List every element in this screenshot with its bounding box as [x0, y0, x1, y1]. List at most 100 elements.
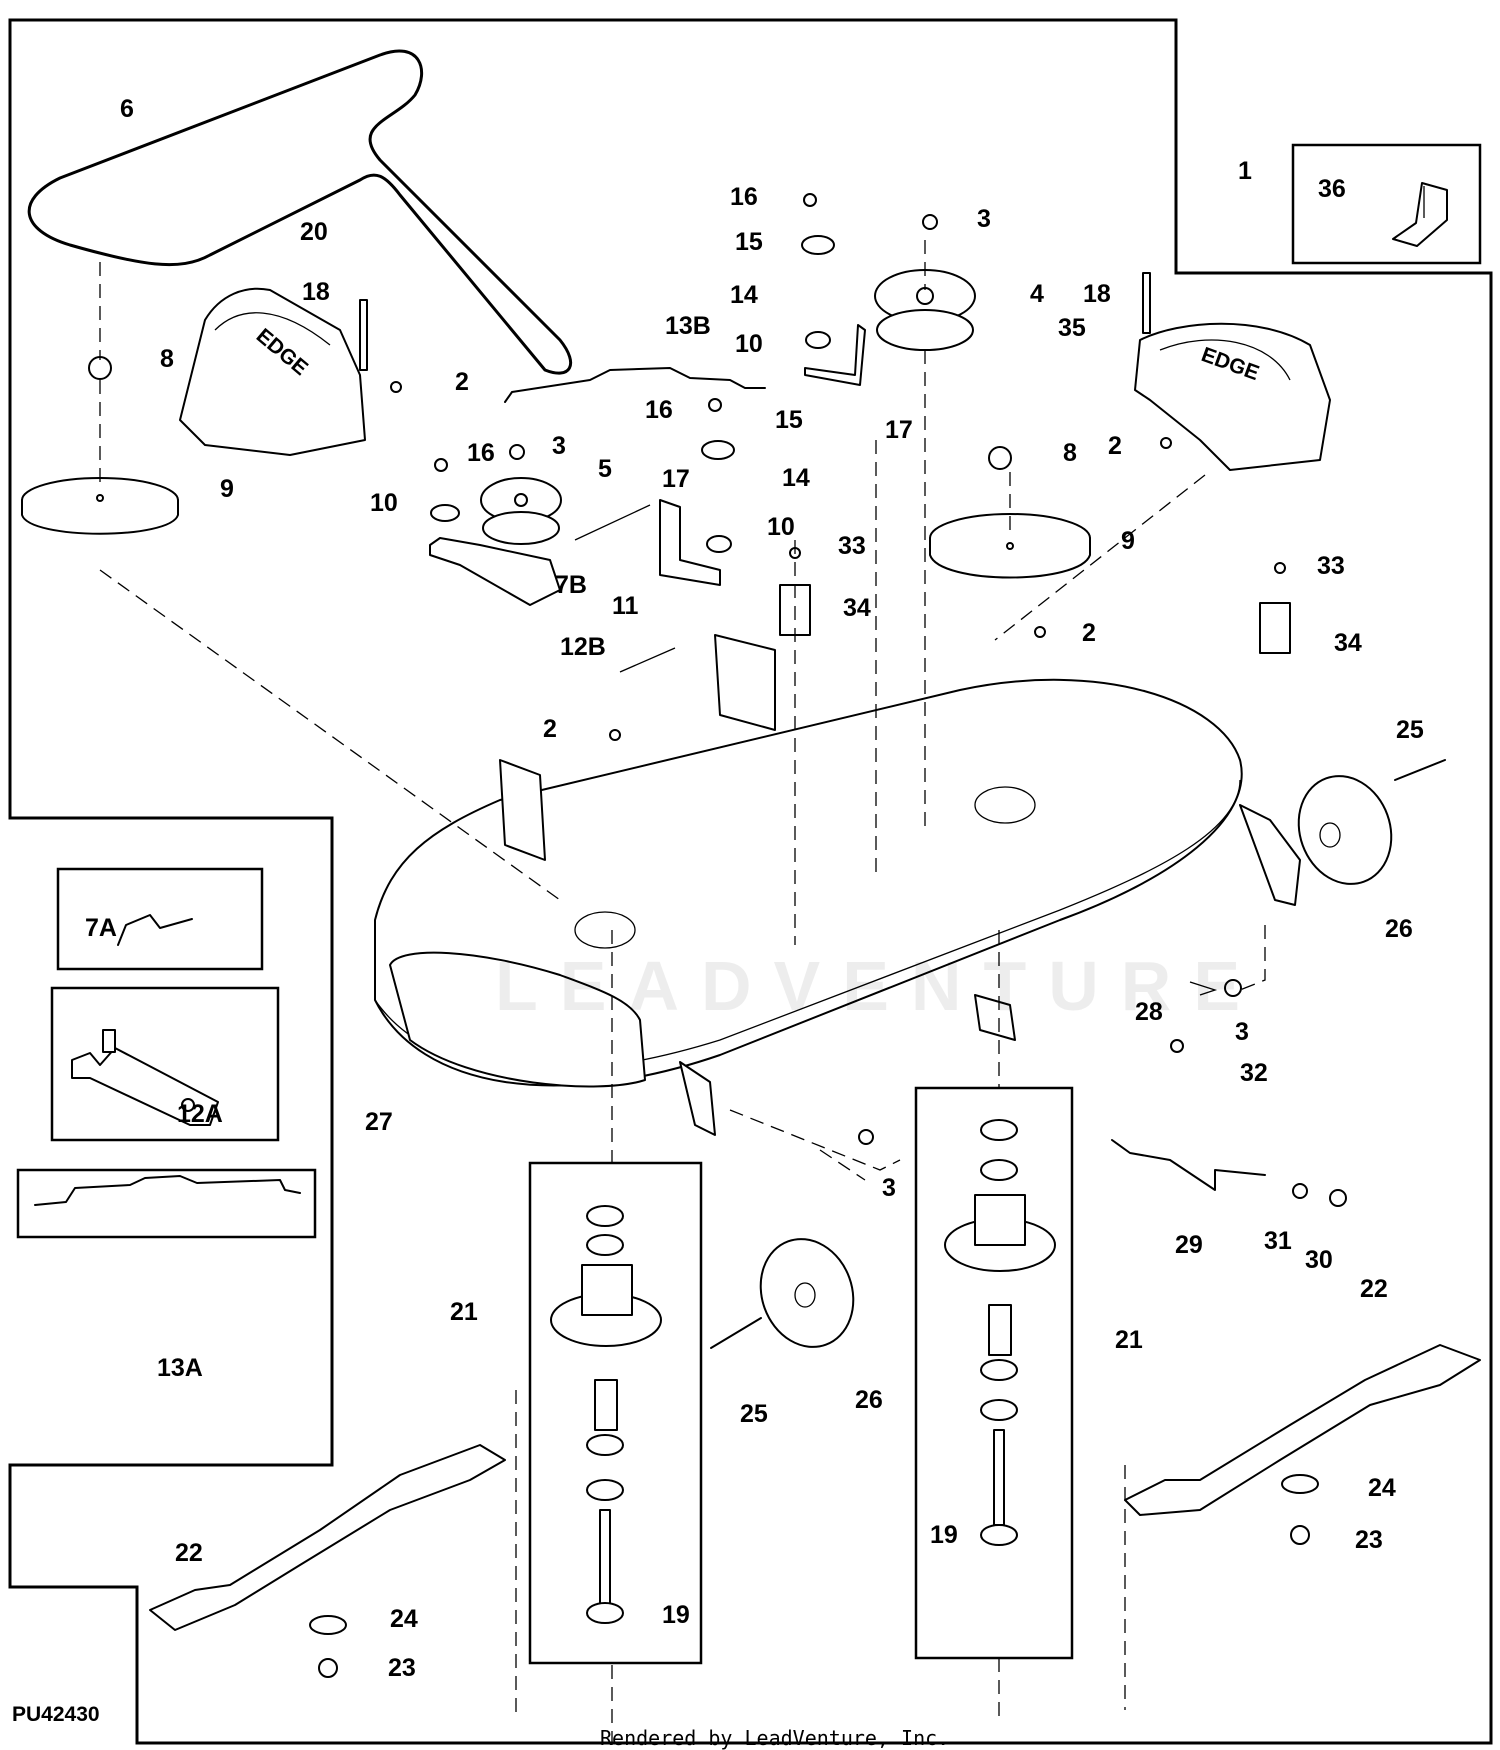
part-20-belt-guard-left: EDGE — [179, 287, 366, 456]
callout-2: 2 — [543, 715, 557, 743]
callout-34: 34 — [843, 594, 871, 622]
part-5-idler-pulley — [480, 477, 562, 545]
callout-16: 16 — [645, 396, 673, 424]
callout-8: 8 — [1063, 439, 1077, 467]
part-35-belt-guard-right: EDGE — [1134, 322, 1331, 471]
part-29-rod — [1111, 1139, 1266, 1191]
callout-2: 2 — [1082, 619, 1096, 647]
part-6-belt — [27, 49, 573, 375]
callout-12b: 12B — [560, 633, 606, 661]
callout-1: 1 — [1238, 157, 1252, 185]
callout-14: 14 — [730, 281, 758, 309]
part-21-spindle-left — [550, 1205, 662, 1624]
callout-13a: 13A — [157, 1354, 203, 1382]
part-13b-rod — [504, 367, 766, 403]
callout-23: 23 — [388, 1654, 416, 1682]
part-17-bracket-left — [659, 499, 721, 586]
callout-18: 18 — [302, 278, 330, 306]
callout-24: 24 — [1368, 1474, 1396, 1502]
part-21-spindle-right — [944, 1119, 1056, 1546]
callout-26: 26 — [1385, 915, 1413, 943]
part-24-washer-right — [1281, 1474, 1319, 1494]
part-17-bracket-right — [804, 324, 866, 386]
callout-25: 25 — [1396, 716, 1424, 744]
callout-25: 25 — [740, 1400, 768, 1428]
spindle-box-left — [528, 1161, 703, 1665]
part-36-bracket — [1392, 182, 1448, 247]
callout-24: 24 — [390, 1605, 418, 1633]
part-7b-spring — [574, 504, 651, 541]
callout-15: 15 — [735, 228, 763, 256]
inset-box-36 — [1291, 143, 1482, 265]
callout-22: 22 — [175, 1539, 203, 1567]
callout-4: 4 — [1030, 280, 1044, 308]
part-25-axle-bolt-left — [710, 1317, 762, 1349]
part-23-nut-right — [1290, 1525, 1310, 1545]
part-7a-rod — [117, 914, 193, 946]
callout-3: 3 — [977, 205, 991, 233]
part-26-wheel-left — [759, 1238, 855, 1348]
watermark: LEADVENTURE — [495, 947, 1262, 1025]
part-22-blade-right — [1124, 1344, 1481, 1516]
part-34-bushing-right — [1259, 602, 1291, 654]
callout-19: 19 — [930, 1521, 958, 1549]
callout-33: 33 — [838, 532, 866, 560]
callout-23: 23 — [1355, 1526, 1383, 1554]
callout-20: 20 — [300, 218, 328, 246]
callout-35: 35 — [1058, 314, 1086, 342]
callout-27: 27 — [365, 1108, 393, 1136]
part-23-nut-left — [318, 1658, 338, 1678]
callout-16: 16 — [467, 439, 495, 467]
callout-22: 22 — [1360, 1275, 1388, 1303]
callout-15: 15 — [775, 406, 803, 434]
callout-2: 2 — [455, 368, 469, 396]
callout-9: 9 — [1121, 527, 1135, 555]
part-4-idler-pulley — [874, 269, 976, 351]
diagram-frame — [8, 18, 1493, 1745]
part-24-washer-left — [309, 1615, 347, 1635]
callout-3: 3 — [882, 1174, 896, 1202]
callout-10: 10 — [370, 489, 398, 517]
callout-12a: 12A — [177, 1100, 223, 1128]
callout-5: 5 — [598, 455, 612, 483]
callout-7a: 7A — [85, 914, 117, 942]
callout-16: 16 — [730, 183, 758, 211]
callout-31: 31 — [1264, 1227, 1292, 1255]
callout-26: 26 — [855, 1386, 883, 1414]
callout-3: 3 — [552, 432, 566, 460]
callout-10: 10 — [767, 513, 795, 541]
render-credit: Rendered by LeadVenture, Inc. — [600, 1726, 949, 1750]
callout-9: 9 — [220, 475, 234, 503]
callout-2: 2 — [1108, 432, 1122, 460]
part-32-pin — [1189, 981, 1218, 996]
part-22-blade-left — [149, 1444, 506, 1631]
part-12b-idler-arm — [429, 537, 561, 606]
part-9-pulley-left — [21, 477, 179, 535]
alignment-dash-lines — [99, 240, 1266, 1745]
callout-34: 34 — [1334, 629, 1362, 657]
part-25-axle-bolt-right — [1394, 759, 1446, 781]
part-13a-rod — [34, 1175, 301, 1206]
figure-code: PU42430 — [12, 1703, 100, 1726]
callout-17: 17 — [885, 416, 913, 444]
callout-21: 21 — [450, 1298, 478, 1326]
callout-21: 21 — [1115, 1326, 1143, 1354]
callout-28: 28 — [1135, 998, 1163, 1026]
callout-19: 19 — [662, 1601, 690, 1629]
callout-29: 29 — [1175, 1231, 1203, 1259]
part-18-pin-right — [1142, 272, 1151, 334]
part-9-pulley-right — [929, 513, 1091, 579]
callout-14: 14 — [782, 464, 810, 492]
callout-6: 6 — [120, 95, 134, 123]
callout-30: 30 — [1305, 1246, 1333, 1274]
part-12a-bracket — [71, 1029, 219, 1126]
callout-32: 32 — [1240, 1059, 1268, 1087]
callout-3: 3 — [1235, 1018, 1249, 1046]
part-26-wheel-right — [1297, 775, 1393, 885]
callout-11: 11 — [612, 592, 639, 620]
callout-8: 8 — [160, 345, 174, 373]
callout-10: 10 — [735, 330, 763, 358]
part-27-mower-deck: LEADVENTURE — [374, 634, 1301, 1136]
callout-36: 36 — [1318, 175, 1346, 203]
